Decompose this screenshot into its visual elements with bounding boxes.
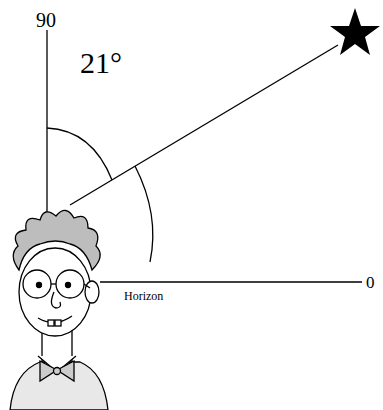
glasses-bridge (51, 283, 56, 284)
nose (51, 292, 60, 308)
tooth (55, 320, 61, 326)
horizon-line (100, 281, 362, 282)
angle-label: 21° (80, 48, 122, 78)
star (330, 8, 380, 55)
professor-figure (10, 210, 108, 410)
ear (85, 281, 99, 303)
zenith-value: 90 (36, 10, 56, 30)
angle-arc (47, 128, 112, 180)
eye (37, 283, 42, 288)
bow-tie (40, 361, 74, 381)
glasses-lens (23, 270, 51, 298)
jacket (10, 362, 108, 410)
eye (66, 283, 71, 288)
altitude-arc (135, 166, 153, 262)
glasses-lens (56, 270, 84, 298)
sight-line (70, 45, 338, 205)
tooth (48, 320, 54, 326)
horizon-label: Horizon (124, 290, 163, 302)
zenith-line (46, 30, 47, 214)
bow-tie-knot (54, 368, 61, 375)
face (19, 248, 91, 336)
hair (13, 210, 100, 270)
glasses-arm (84, 284, 90, 288)
horizon-value: 0 (366, 274, 375, 291)
